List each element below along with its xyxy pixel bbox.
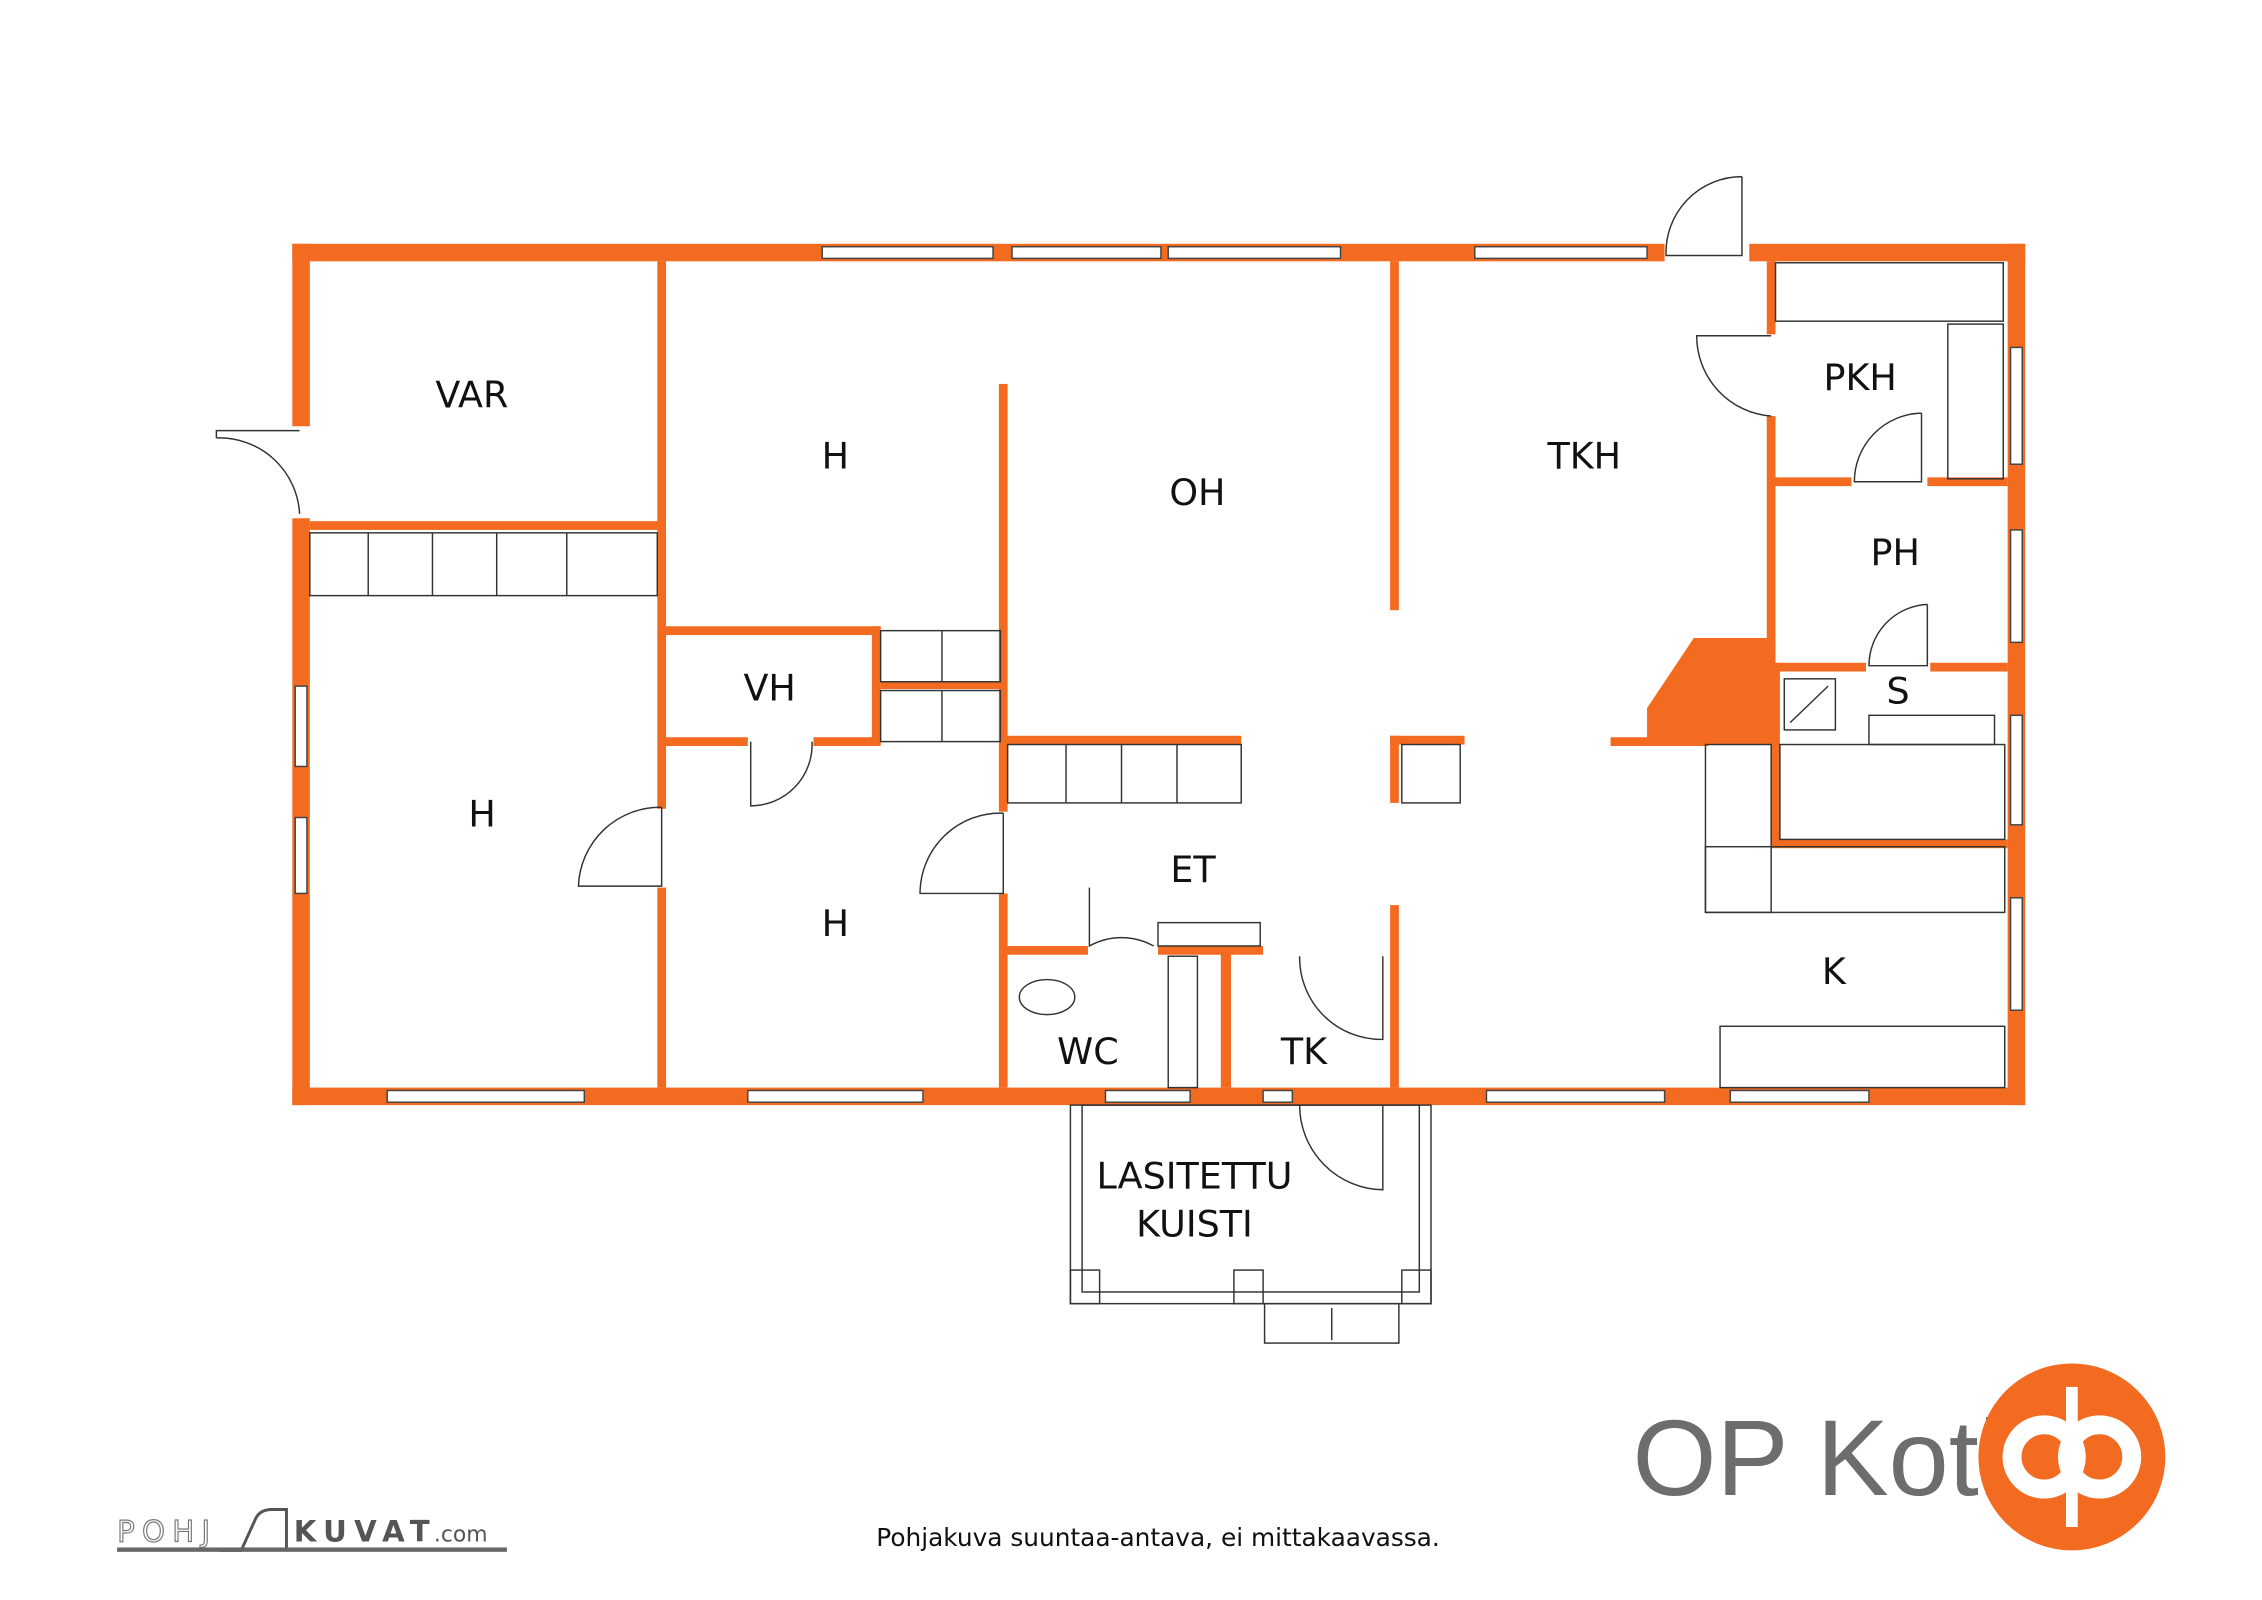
op-logo-icon (1978, 1363, 2166, 1551)
svg-text:KUVAT: KUVAT (294, 1515, 437, 1549)
porch (1069, 1104, 1432, 1344)
room-label-tkh: TKH (1546, 435, 1621, 478)
svg-text:POHJ: POHJ (117, 1515, 217, 1549)
disclaimer-note: Pohjakuva suuntaa-antava, ei mittakaavas… (876, 1523, 1440, 1552)
svg-text:.com: .com (434, 1523, 488, 1548)
room-label-oh: OH (1169, 471, 1225, 514)
room-label-s: S (1887, 670, 1910, 713)
brand-text: OP Koti (1632, 1397, 2002, 1518)
room-label-wc: WC (1057, 1030, 1119, 1073)
pohjakuvat-logo: POHJ KUVAT .com (117, 1508, 507, 1552)
room-label-var: VAR (435, 373, 508, 416)
room-labels: VAR H OH TKH PKH PH VH S H ET H K WC TK … (435, 356, 1920, 1246)
room-label-h-left: H (468, 792, 495, 835)
room-label-tk: TK (1280, 1030, 1328, 1073)
room-label-h-top: H (822, 435, 849, 478)
room-label-pkh: PKH (1824, 356, 1897, 399)
room-label-k: K (1822, 950, 1847, 993)
doors (215, 175, 1929, 1191)
room-label-ph: PH (1871, 531, 1920, 574)
room-label-et: ET (1170, 848, 1216, 891)
room-label-porch-1: LASITETTU (1096, 1154, 1292, 1197)
room-label-vh: VH (743, 667, 795, 710)
room-label-porch-2: KUISTI (1136, 1202, 1253, 1245)
fixtures (309, 262, 2006, 1089)
room-label-h-mid: H (822, 902, 849, 945)
windows (294, 245, 2023, 1103)
interior-walls (309, 261, 2008, 1088)
